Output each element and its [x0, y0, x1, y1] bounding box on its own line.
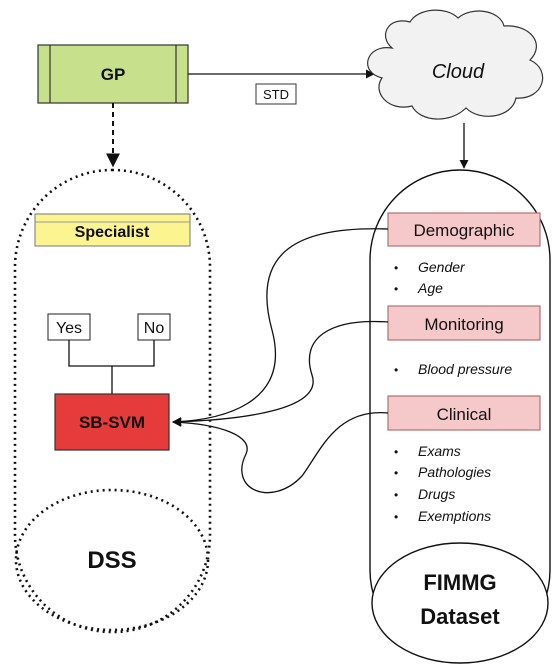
gp-label: GP: [101, 65, 126, 84]
demographic-item: Age: [417, 280, 443, 296]
monitoring-group: Monitoring • Blood pressure: [387, 305, 541, 377]
bullet-icon: •: [394, 363, 398, 377]
cloud-label: Cloud: [432, 61, 485, 83]
std-label: STD: [263, 87, 289, 102]
no-label: No: [144, 320, 165, 337]
dss-ellipse: [14, 488, 210, 632]
gp-node: GP: [37, 44, 189, 104]
bullet-icon: •: [394, 445, 398, 459]
monitoring-item: Blood pressure: [418, 361, 512, 377]
dss-label: DSS: [87, 547, 136, 574]
yes-node: Yes: [47, 313, 91, 341]
sbsvm-label: SB-SVM: [79, 413, 145, 432]
cloud-node: Cloud: [367, 9, 544, 120]
bullet-icon: •: [394, 488, 398, 502]
clinical-label: Clinical: [437, 405, 492, 424]
bullet-icon: •: [394, 282, 398, 296]
clinical-item: Pathologies: [418, 464, 491, 480]
clinical-to-sbsvm-connector: [172, 412, 389, 494]
demographic-label: Demographic: [413, 221, 515, 240]
dataset-ellipse: [371, 542, 549, 664]
clinical-group: Clinical • Exams • Pathologies • Drugs •…: [387, 395, 541, 524]
specialist-label: Specialist: [75, 224, 150, 241]
no-node: No: [137, 313, 171, 341]
dss-container: [13, 168, 212, 634]
demographic-group: Demographic • Gender • Age: [387, 212, 541, 296]
yes-label: Yes: [56, 320, 82, 337]
bullet-icon: •: [394, 261, 398, 275]
demographic-item: Gender: [418, 259, 466, 275]
dataset-title-line2: Dataset: [420, 604, 500, 629]
bullet-icon: •: [394, 466, 398, 480]
dataset-title-line1: FIMMG: [423, 570, 496, 595]
clinical-item: Exemptions: [418, 508, 491, 524]
decision-connector: [68, 340, 155, 394]
clinical-item: Exams: [418, 443, 461, 459]
demographic-to-sbsvm-connector: [172, 228, 389, 427]
monitoring-label: Monitoring: [424, 315, 503, 334]
specialist-node: Specialist: [34, 213, 191, 247]
std-tag: STD: [255, 83, 297, 105]
bullet-icon: •: [394, 510, 398, 524]
monitoring-to-sbsvm-connector: [172, 320, 389, 427]
sbsvm-node: SB-SVM: [54, 393, 170, 451]
clinical-item: Drugs: [418, 486, 455, 502]
